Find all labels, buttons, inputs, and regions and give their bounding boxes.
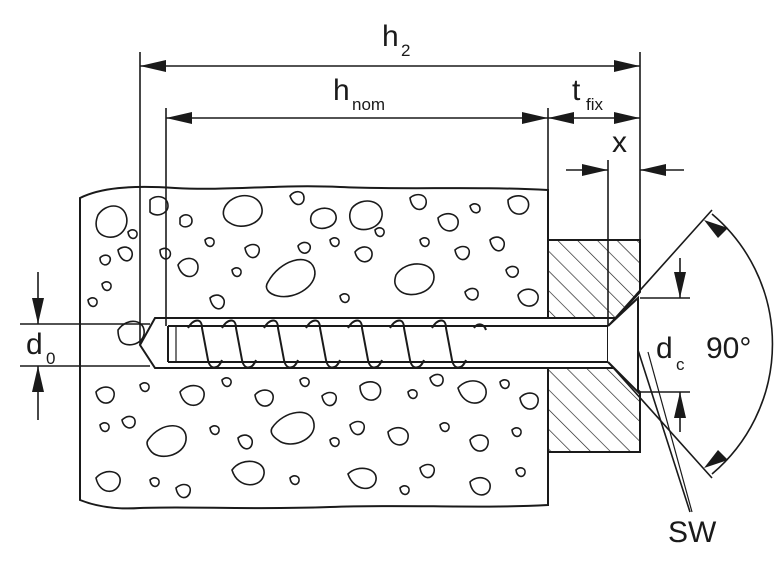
svg-text:x: x <box>612 126 627 159</box>
svg-text:2: 2 <box>401 41 410 60</box>
svg-text:d: d <box>26 328 43 361</box>
svg-text:h: h <box>333 74 350 107</box>
svg-text:c: c <box>676 355 685 374</box>
svg-text:fix: fix <box>586 95 604 114</box>
screw-anchor <box>167 295 639 395</box>
svg-text:SW: SW <box>668 516 717 549</box>
label-h-nom: h nom <box>333 74 385 114</box>
fixture-plate <box>547 239 641 453</box>
label-x: x <box>612 126 627 159</box>
svg-text:t: t <box>572 74 581 107</box>
svg-text:0: 0 <box>46 349 55 368</box>
screw-thread <box>187 319 487 369</box>
label-sw: SW <box>668 516 717 549</box>
svg-text:nom: nom <box>352 95 385 114</box>
concrete-base <box>79 185 549 510</box>
dimension-lines <box>20 52 774 513</box>
label-dc: d c <box>656 332 685 374</box>
svg-text:90°: 90° <box>706 332 751 365</box>
label-t-fix: t fix <box>572 74 604 114</box>
svg-text:h: h <box>382 20 399 53</box>
dimension-arrows <box>32 60 728 468</box>
label-d0: d 0 <box>26 328 55 368</box>
aggregate-stones <box>87 190 539 499</box>
label-h2: h 2 <box>382 20 410 60</box>
svg-text:d: d <box>656 332 673 365</box>
label-angle: 90° <box>706 332 751 365</box>
